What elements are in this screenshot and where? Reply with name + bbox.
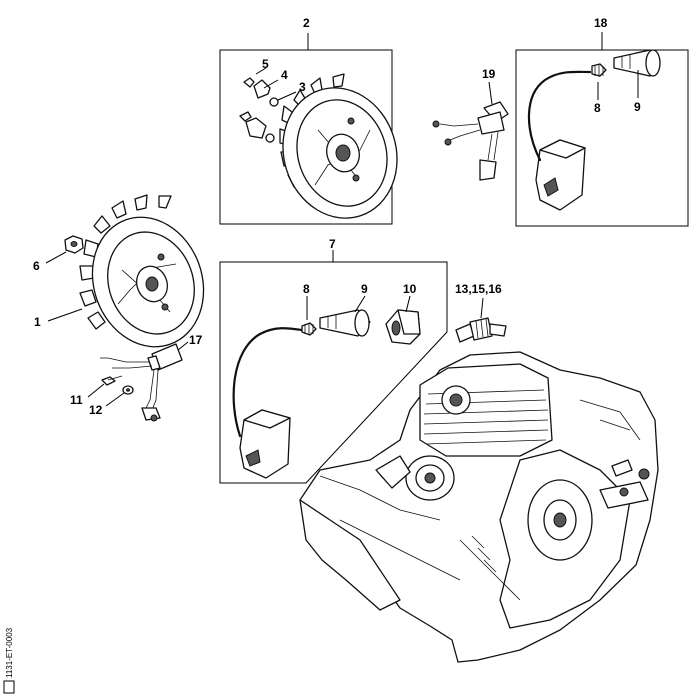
callout-9-upper: 9: [634, 100, 641, 114]
callout-13-15-16: 13,15,16: [455, 282, 502, 296]
flywheel-1: [79, 194, 205, 348]
callout-18: 18: [594, 16, 608, 30]
washer-12: [122, 385, 134, 395]
flywheel-with-key: [279, 73, 398, 219]
callout-5: 5: [262, 57, 269, 71]
screw-11: [101, 375, 123, 386]
nut-6: [64, 235, 84, 254]
document-code: 1131-ET-0003: [3, 627, 15, 694]
callout-9-lower: 9: [361, 282, 368, 296]
assembly-box-2: 2: [219, 16, 398, 225]
callout-10: 10: [403, 282, 417, 296]
callout-2: 2: [303, 16, 310, 30]
callout-4: 4: [281, 68, 288, 82]
wiring-harness-19: 19: [432, 67, 509, 181]
assembly-box-7: 7 8 9 10: [219, 237, 448, 484]
short-circuit-wire-17: [100, 343, 183, 422]
doc-code-text: 1131-ET-0003: [5, 627, 14, 678]
callout-19: 19: [482, 67, 496, 81]
spark-plug-13-15-16: [455, 317, 507, 343]
assembly-box-18: 18 8 9: [515, 16, 689, 227]
callout-8-upper: 8: [594, 101, 601, 115]
callout-6: 6: [33, 259, 40, 273]
callout-12: 12: [89, 403, 103, 417]
callout-11: 11: [70, 393, 83, 407]
pawl-parts: [239, 77, 279, 143]
engine-housing: [299, 351, 659, 663]
callout-7: 7: [329, 237, 336, 251]
callout-1: 1: [34, 315, 41, 329]
callout-8-lower: 8: [303, 282, 310, 296]
callout-17: 17: [189, 333, 203, 347]
callout-3: 3: [299, 80, 306, 94]
